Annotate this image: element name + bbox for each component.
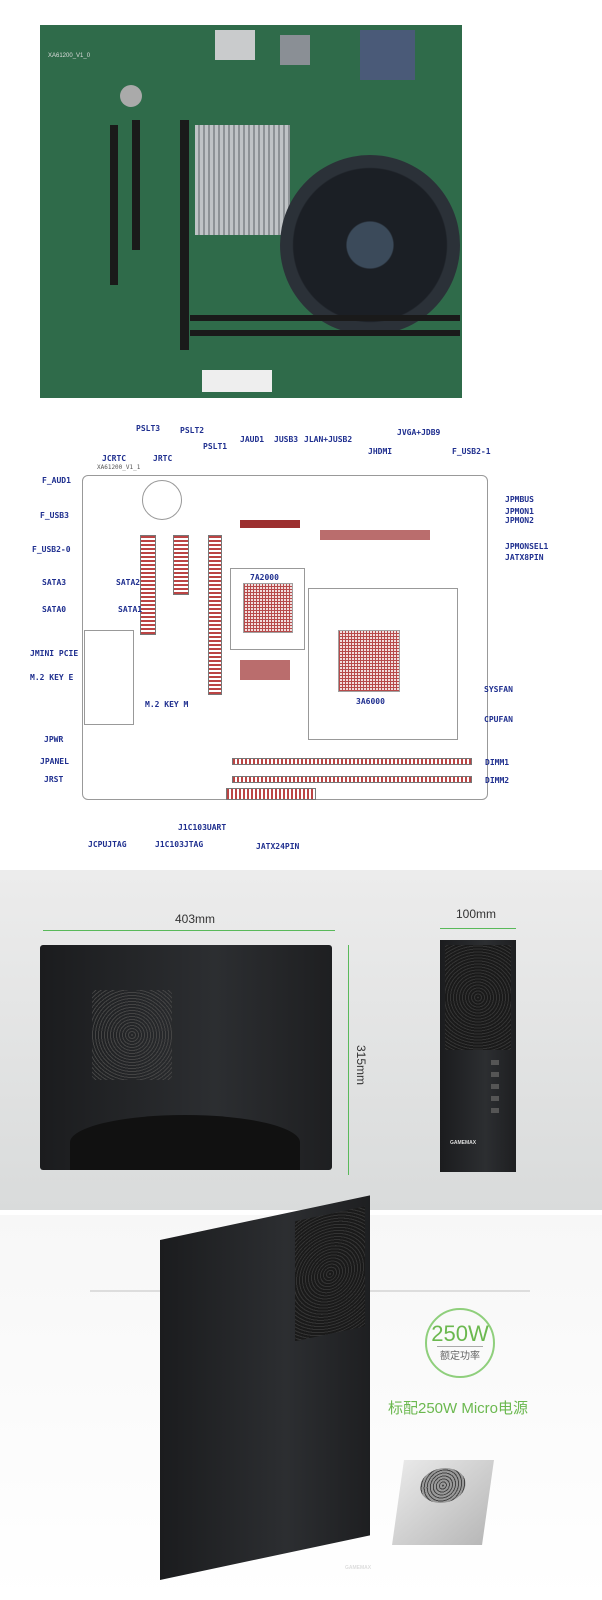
mini-pcie-slot — [84, 630, 134, 725]
label-jpmon2: JPMON2 — [505, 516, 534, 525]
front-io-ports — [491, 1058, 499, 1113]
label-faud1: F_AUD1 — [42, 476, 71, 485]
label-jvga: JVGA+JDB9 — [397, 428, 441, 437]
chip-3a6000-frame — [308, 588, 458, 740]
label-jrst: JRST — [44, 775, 64, 784]
heatsink — [195, 125, 290, 235]
io-usb-port — [215, 30, 255, 60]
label-jpmonsel1: JPMONSEL1 — [505, 542, 549, 551]
psu-caption: 标配250W Micro电源 — [388, 1400, 529, 1417]
pcie-slot — [110, 125, 118, 285]
label-jlan: JLAN+JUSB2 — [304, 435, 353, 444]
psu-fan-grille — [417, 1468, 468, 1503]
label-jpanel: JPANEL — [40, 757, 69, 766]
label-jpmbus: JPMBUS — [505, 495, 534, 504]
stand — [70, 1115, 300, 1170]
board-name: XA61200_V1_1 — [97, 464, 141, 471]
psu-wattage-badge: 250W 额定功率 — [425, 1308, 495, 1378]
label-jhdmi: JHDMI — [368, 447, 393, 456]
psu-watt: 250W — [431, 1321, 489, 1346]
board-silkscreen: XA61200_V1_0 — [48, 53, 91, 59]
label-jcrtc: JCRTC — [102, 454, 127, 463]
label-pslt2: PSLT2 — [180, 426, 205, 435]
rtc-battery — [142, 480, 182, 520]
length-label: 403mm — [175, 912, 216, 926]
label-jaud1: JAUD1 — [240, 435, 265, 444]
label-jpmon1: JPMON1 — [505, 507, 534, 516]
case-perspective-view — [160, 1195, 370, 1580]
height-dimension-line — [348, 945, 349, 1175]
side-vent — [92, 990, 172, 1080]
components — [240, 660, 290, 680]
front-mesh — [295, 1206, 365, 1342]
components — [320, 530, 430, 540]
label-jatx24pin: JATX24PIN — [256, 842, 300, 851]
label-jcpujtag: JCPUJTAG — [88, 840, 127, 849]
pslt2-slot — [173, 535, 189, 595]
label-m2-key-m: M.2 KEY M — [145, 700, 189, 709]
chip-7a2000-label: 7A2000 — [250, 573, 279, 582]
atx24-connector — [202, 370, 272, 392]
label-j1c103jtag: J1C103JTAG — [155, 840, 204, 849]
label-jpwr: JPWR — [44, 735, 64, 744]
pslt3-slot — [140, 535, 156, 635]
front-mesh — [445, 945, 511, 1050]
height-label: 315mm — [354, 1045, 368, 1086]
dimm-slot — [190, 330, 460, 336]
chip-3a6000-label: 3A6000 — [356, 697, 385, 706]
chip-7a2000-frame — [230, 568, 305, 650]
pcie-slot — [180, 120, 189, 350]
label-jrtc: JRTC — [153, 454, 173, 463]
label-sata3: SATA3 — [42, 578, 67, 587]
psu-rated-label: 额定功率 — [437, 1346, 483, 1362]
width-label: 100mm — [456, 907, 497, 921]
label-pslt3: PSLT3 — [136, 424, 161, 433]
label-dimm2: DIMM2 — [485, 776, 510, 785]
pcie-slot — [132, 120, 140, 250]
label-cpufan: CPUFAN — [484, 715, 513, 724]
label-fusb20: F_USB2-0 — [32, 545, 71, 554]
cpu-cooler-fan — [280, 155, 460, 335]
brand-logo-hero: GAMEMAX — [345, 1565, 372, 1571]
label-sata0: SATA0 — [42, 605, 67, 614]
width-dimension-line — [440, 928, 516, 929]
case-front-view: GAMEMAX — [440, 940, 516, 1172]
board-outline — [82, 475, 488, 800]
psu-unit — [392, 1460, 494, 1545]
pslt1-slot — [208, 535, 222, 695]
label-sata1: SATA1 — [118, 605, 143, 614]
dimm1-slot — [232, 758, 472, 765]
chip-7a2000 — [243, 583, 293, 633]
dimm-slot — [190, 315, 460, 321]
label-jmini-pcie: JMINI PCIE — [30, 649, 79, 658]
label-jusb3: JUSB3 — [274, 435, 299, 444]
label-dimm1: DIMM1 — [485, 758, 510, 767]
label-fusb21: F_USB2-1 — [452, 447, 491, 456]
label-pslt1: PSLT1 — [203, 442, 228, 451]
brand-logo: GAMEMAX — [450, 1140, 477, 1146]
label-sata2: SATA2 — [116, 578, 141, 587]
chip-3a6000 — [338, 630, 400, 692]
dimm2-slot — [232, 776, 472, 783]
case-side-view — [40, 945, 332, 1170]
label-sysfan: SYSFAN — [484, 685, 513, 694]
length-dimension-line — [43, 930, 335, 931]
label-m2-key-e: M.2 KEY E — [30, 673, 74, 682]
io-lan-port — [280, 35, 310, 65]
motherboard-photo: XA61200_V1_0 — [40, 25, 462, 398]
io-vga-port — [360, 30, 415, 80]
cmos-battery — [120, 85, 142, 107]
atx24-connector — [226, 788, 316, 800]
components — [240, 520, 300, 528]
label-j1c103uart: J1C103UART — [178, 823, 227, 832]
label-fusb3: F_USB3 — [40, 511, 69, 520]
label-jatx8pin: JATX8PIN — [505, 553, 544, 562]
